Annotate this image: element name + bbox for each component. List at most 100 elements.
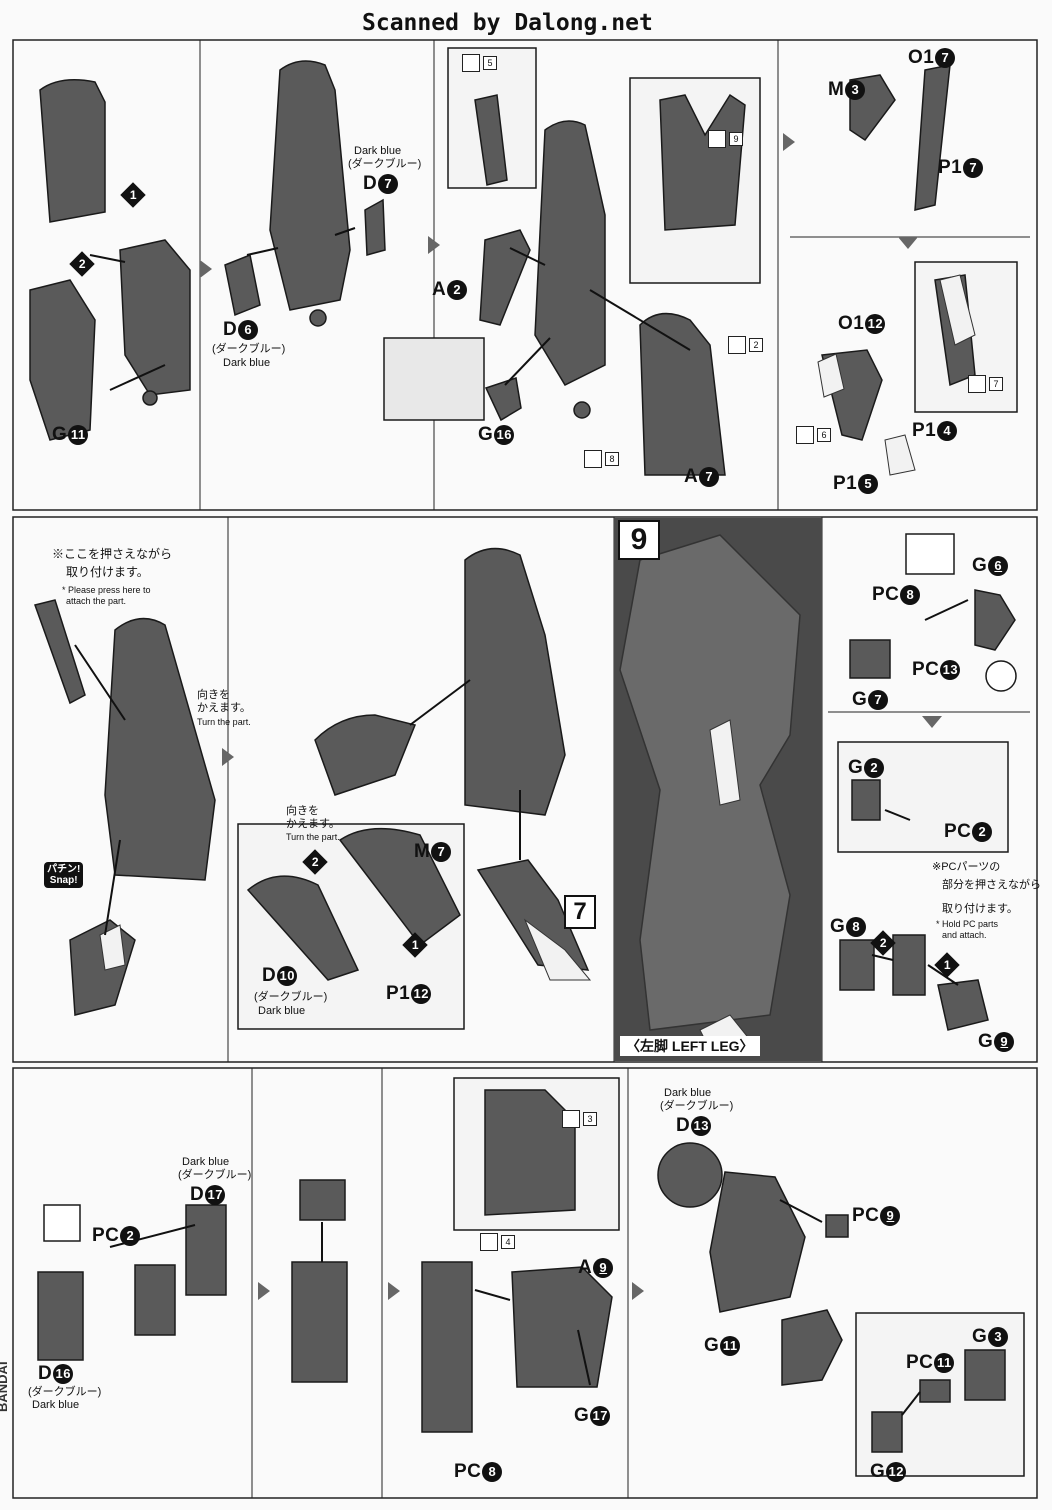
- tag-4: 4: [480, 1233, 515, 1251]
- dark-blue-label: Dark blue: [664, 1087, 712, 1099]
- pc-hint-inset-drawing: [905, 533, 955, 575]
- dark-blue-label: Dark blue: [354, 145, 402, 157]
- arrow-right-icon: [200, 260, 212, 278]
- a5-piece-drawing: [474, 94, 508, 186]
- press-here-en-a: * Please press here to: [62, 585, 151, 595]
- left-leg-caption: 〈左脚 LEFT LEG〉: [620, 1036, 760, 1056]
- leg-assembly-drawing: [269, 60, 351, 311]
- g8-part-drawing: [839, 939, 875, 991]
- pc-block-drawing: [892, 934, 926, 996]
- torso-part-drawing: [39, 79, 106, 223]
- press-here-en-b: attach the part.: [66, 596, 127, 606]
- turn-en: Turn the part.: [197, 717, 251, 727]
- arrow-right-icon: [632, 1282, 644, 1300]
- dark-blue-label: Dark blue: [258, 1005, 306, 1017]
- dark-blue-label: Dark blue: [32, 1399, 80, 1411]
- pc2-hint-drawing: [43, 1204, 81, 1242]
- press-here-jp-b: 取り付けます。: [66, 565, 149, 579]
- a7-part-drawing: [639, 312, 726, 476]
- dark-blue-jp-label: (ダークブルー): [348, 158, 422, 170]
- arrow-right-icon: [222, 748, 234, 766]
- pc9-part-drawing: [825, 1214, 849, 1238]
- arrow-right-icon: [428, 236, 440, 254]
- pc-hold-jp-c: 取り付けます。: [942, 903, 1018, 915]
- dark-blue-label: Dark blue: [223, 357, 271, 369]
- tag-3: 3: [562, 1110, 597, 1128]
- g12-part-drawing: [871, 1411, 903, 1453]
- g3-part-drawing: [964, 1349, 1006, 1401]
- m7-part-drawing: [338, 827, 461, 947]
- tag-6: 6: [796, 426, 831, 444]
- a9-knee-drawing: [511, 1266, 613, 1388]
- tag-2: 2: [728, 336, 763, 354]
- joint-part-drawing: [781, 1309, 843, 1386]
- turn-jp-b: かえます。: [197, 702, 251, 714]
- dark-blue-jp-label: (ダークブルー): [212, 343, 286, 355]
- snap-jp: パチン!: [47, 864, 81, 875]
- turn-jp-a: 向きを: [286, 805, 319, 817]
- leg-frame-drawing: [534, 120, 606, 386]
- a2-part-drawing: [479, 229, 531, 326]
- detail-inset-drawing: [383, 337, 485, 421]
- armor-plate-drawing: [314, 714, 417, 796]
- snap-en: Snap!: [49, 875, 78, 886]
- left-leg-jp: 〈左脚: [626, 1038, 668, 1054]
- g11-part-drawing: [709, 1171, 806, 1313]
- d16-part-drawing: [37, 1271, 84, 1361]
- hip-part-drawing: [134, 1264, 176, 1336]
- press-here-jp-a: ※ここを押さえながら: [52, 547, 173, 561]
- bandai-logo: BANDAI: [0, 1361, 10, 1412]
- knee-assembly-drawing: [104, 617, 216, 881]
- a3-piece-drawing: [484, 1089, 576, 1216]
- tag-8: 8: [584, 450, 619, 468]
- dark-blue-jp-label: (ダークブルー): [660, 1100, 734, 1112]
- pc-hold-en-b: and attach.: [942, 930, 987, 940]
- thigh-part-drawing: [291, 1261, 348, 1383]
- turn-en: Turn the part.: [286, 832, 340, 842]
- g9-part-drawing: [937, 979, 989, 1031]
- turn-jp-b: かえます。: [286, 818, 340, 830]
- g6-part-drawing: [974, 589, 1016, 651]
- dark-blue-jp-label: (ダークブルー): [254, 991, 328, 1003]
- arrow-down-icon: [898, 237, 918, 249]
- g7-part-drawing: [849, 639, 891, 679]
- arrow-right-icon: [388, 1282, 400, 1300]
- left-leg-en: LEFT LEG〉: [671, 1038, 754, 1054]
- pc-hold-jp-a: ※PCパーツの: [932, 861, 1001, 873]
- hip-joint-drawing: [299, 1179, 346, 1221]
- pc-hold-jp-b: 部分を押さえながら: [942, 879, 1041, 891]
- tag-9: 9: [708, 130, 743, 148]
- dark-blue-jp-label: (ダークブルー): [178, 1169, 252, 1181]
- tag-5: 5: [462, 54, 497, 72]
- frame-part-drawing: [119, 239, 191, 396]
- upper-leg-drawing: [421, 1261, 473, 1433]
